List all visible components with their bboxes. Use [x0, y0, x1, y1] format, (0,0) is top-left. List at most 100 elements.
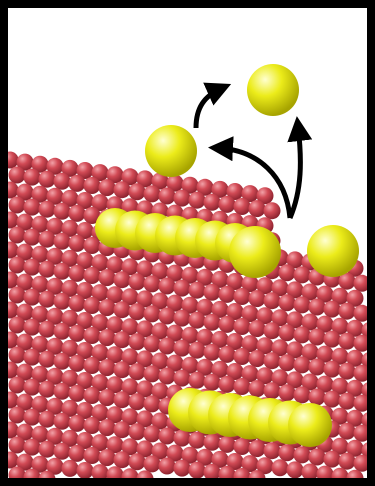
substrate-atom — [99, 389, 116, 406]
substrate-atom — [69, 325, 86, 342]
substrate-atom — [69, 175, 86, 192]
substrate-atom — [9, 167, 26, 184]
substrate-atom — [54, 413, 71, 430]
adatom-right — [307, 225, 359, 277]
substrate-atom — [174, 190, 191, 207]
substrate-atom — [114, 301, 131, 318]
substrate-atom — [234, 318, 251, 335]
substrate-atom — [219, 436, 236, 453]
substrate-atom — [129, 333, 146, 350]
substrate-atom — [339, 303, 356, 320]
substrate-atom — [24, 379, 41, 396]
substrate-atom — [99, 329, 116, 346]
substrate-atom — [189, 432, 206, 449]
substrate-atom — [264, 322, 281, 339]
substrate-atom — [69, 205, 86, 222]
substrate-atom — [294, 266, 311, 283]
substrate-atom — [144, 455, 161, 472]
substrate-atom — [144, 365, 161, 382]
substrate-atom — [309, 299, 326, 316]
substrate-atom — [279, 294, 296, 311]
substrate-atom — [204, 314, 221, 331]
substrate-atom — [39, 411, 56, 428]
substrate-atom — [302, 464, 319, 481]
substrate-atom — [294, 296, 311, 313]
adatom-upper-left — [145, 125, 197, 177]
substrate-atom — [24, 349, 41, 366]
substrate-atom — [129, 273, 146, 290]
substrate-atom — [234, 378, 251, 395]
substrate-atom — [279, 324, 296, 341]
substrate-atom — [84, 297, 101, 314]
substrate-atom — [84, 417, 101, 434]
substrate-atom — [219, 376, 236, 393]
substrate-atom — [264, 442, 281, 459]
substrate-atom — [264, 352, 281, 369]
substrate-atom — [69, 385, 86, 402]
substrate-atom — [39, 381, 56, 398]
substrate-atom — [24, 439, 41, 456]
substrate-atom — [339, 363, 356, 380]
substrate-atom — [294, 326, 311, 343]
substrate-atom — [69, 235, 86, 252]
substrate-atom — [99, 269, 116, 286]
substrate-atom — [129, 393, 146, 410]
substrate-atom — [69, 445, 86, 462]
substrate-atom — [54, 383, 71, 400]
substrate-atom — [324, 361, 341, 378]
substrate-atom — [219, 196, 236, 213]
substrate-atom — [129, 453, 146, 470]
substrate-atom — [234, 438, 251, 455]
substrate-atom — [204, 374, 221, 391]
substrate-atom — [309, 329, 326, 346]
substrate-atom — [9, 377, 26, 394]
substrate-atom — [84, 387, 101, 404]
substrate-atom — [159, 368, 176, 385]
substrate-atom — [9, 257, 26, 274]
substrate-atom — [189, 462, 206, 479]
substrate-atom — [9, 347, 26, 364]
substrate-atom — [129, 423, 146, 440]
substrate-atom — [279, 444, 296, 461]
substrate-atom — [114, 451, 131, 468]
substrate-atom — [39, 201, 56, 218]
substrate-atom — [39, 321, 56, 338]
substrate-atom — [189, 282, 206, 299]
substrate-atom — [324, 301, 341, 318]
substrate-atom — [114, 421, 131, 438]
substrate-atom — [24, 289, 41, 306]
substrate-atom — [249, 200, 266, 217]
substrate-atom — [24, 259, 41, 276]
substrate-atom — [129, 183, 146, 200]
substrate-atom — [54, 353, 71, 370]
substrate-atom — [279, 384, 296, 401]
substrate-atom — [54, 323, 71, 340]
substrate-atom — [174, 310, 191, 327]
substrate-atom — [69, 295, 86, 312]
substrate-atom — [249, 320, 266, 337]
substrate-atom — [24, 319, 41, 336]
substrate-atom — [99, 449, 116, 466]
substrate-atom — [324, 391, 341, 408]
substrate-atom — [69, 265, 86, 282]
substrate-atom — [84, 357, 101, 374]
substrate-atom — [114, 391, 131, 408]
substrate-atom — [144, 185, 161, 202]
substrate-atom — [204, 344, 221, 361]
substrate-atom — [39, 351, 56, 368]
substrate-atom — [309, 359, 326, 376]
substrate-atom — [39, 261, 56, 278]
substrate-atom — [339, 423, 356, 440]
substrate-atom — [84, 267, 101, 284]
substrate-atom — [324, 331, 341, 348]
substrate-atom — [144, 395, 161, 412]
substrate-atom — [189, 192, 206, 209]
substrate-atom — [204, 194, 221, 211]
substrate-atom — [69, 415, 86, 432]
lower-step-adatom — [288, 403, 332, 447]
substrate-atom — [54, 293, 71, 310]
substrate-atom — [309, 449, 326, 466]
substrate-atom — [287, 461, 304, 478]
